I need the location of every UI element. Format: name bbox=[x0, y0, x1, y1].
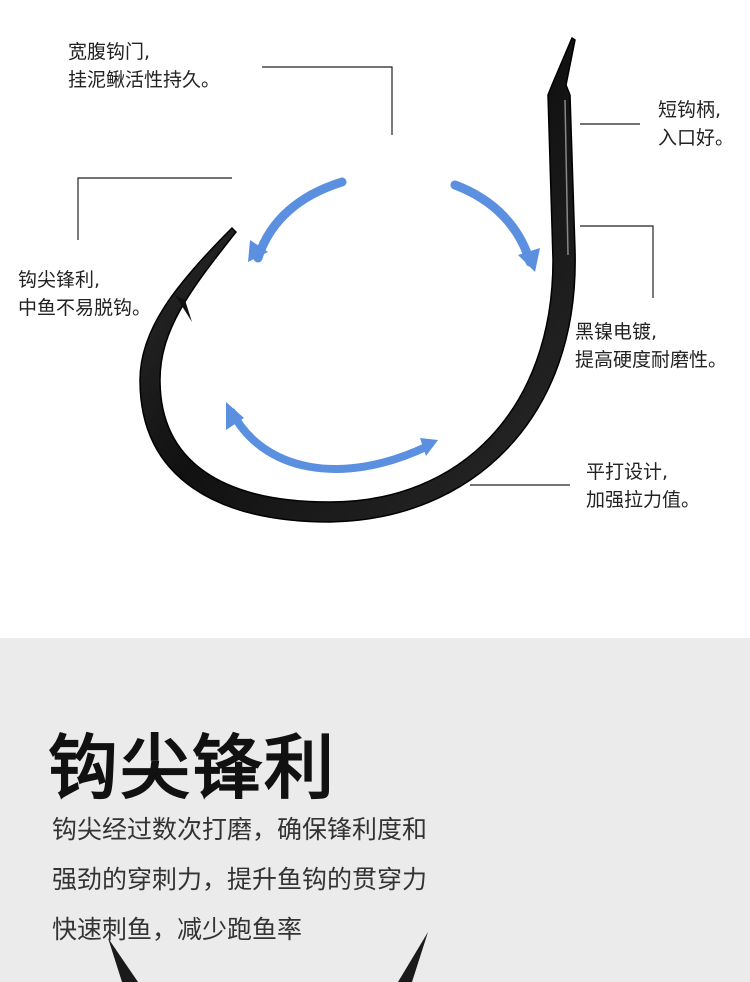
callout-forged-line1: 平打设计, bbox=[586, 461, 669, 483]
belly-arrow-right bbox=[450, 180, 540, 272]
callout-sharp-point-line2: 中鱼不易脱钩。 bbox=[18, 297, 152, 319]
feature-desc-line3: 快速刺鱼，减少跑鱼率 bbox=[52, 915, 303, 944]
callout-short-shank: 短钩柄, 入口好。 bbox=[658, 96, 734, 152]
callout-nickel-plating-line2: 提高硬度耐磨性。 bbox=[575, 349, 728, 371]
belly-arrow-left bbox=[248, 177, 347, 263]
callout-wide-belly: 宽腹钩门, 挂泥鳅活性持久。 bbox=[68, 38, 220, 94]
feature-section bbox=[0, 638, 750, 982]
feature-desc-line2: 强劲的穿刺力，提升鱼钩的贯穿力 bbox=[52, 865, 428, 894]
hook-tip-left-icon bbox=[108, 938, 138, 982]
feature-desc-line1: 钩尖经过数次打磨，确保锋利度和 bbox=[52, 815, 428, 844]
feature-title: 钩尖锋利 bbox=[48, 727, 336, 809]
callout-forged-line2: 加强拉力值。 bbox=[586, 489, 701, 511]
fishing-hook-diagram bbox=[77, 36, 654, 523]
callout-forged: 平打设计, 加强拉力值。 bbox=[586, 458, 700, 514]
hook-icon bbox=[139, 36, 576, 523]
callout-nickel-plating: 黑镍电镀, 提高硬度耐磨性。 bbox=[575, 318, 727, 374]
callout-nickel-plating-line1: 黑镍电镀, bbox=[575, 321, 658, 343]
bend-arrow-double bbox=[226, 402, 438, 473]
feature-description: 钩尖经过数次打磨，确保锋利度和 强劲的穿刺力，提升鱼钩的贯穿力 快速刺鱼，减少跑… bbox=[52, 805, 427, 955]
callout-sharp-point-line1: 钩尖锋利, bbox=[18, 269, 101, 291]
callout-leader-lines bbox=[77, 66, 654, 486]
callout-wide-belly-line2: 挂泥鳅活性持久。 bbox=[68, 69, 221, 91]
callout-sharp-point: 钩尖锋利, 中鱼不易脱钩。 bbox=[18, 266, 151, 322]
callout-wide-belly-line1: 宽腹钩门, bbox=[68, 41, 151, 63]
callout-short-shank-line1: 短钩柄, bbox=[658, 99, 722, 121]
hook-diagram-section bbox=[0, 0, 750, 638]
hook-tip-right-icon bbox=[398, 932, 428, 982]
hook-tips-preview bbox=[108, 932, 428, 982]
callout-short-shank-line2: 入口好。 bbox=[658, 127, 735, 149]
